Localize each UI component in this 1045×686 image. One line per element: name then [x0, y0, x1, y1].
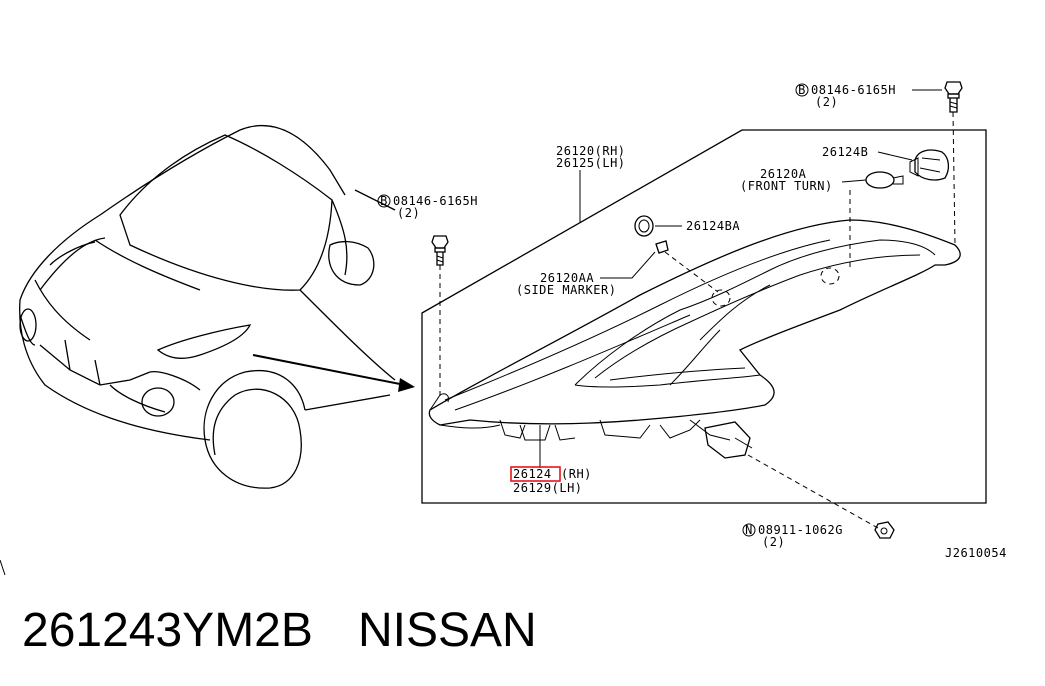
side-marker-bulb-icon [655, 240, 669, 254]
nut-icon [874, 521, 895, 539]
arrow-to-detail [252, 354, 415, 392]
label-desc: (SIDE MARKER) [516, 283, 616, 297]
grommet-icon [634, 215, 654, 237]
callout-nut: N 08911-1062G (2) [742, 523, 843, 549]
callout-front-turn: 26120A (FRONT TURN) [740, 167, 833, 193]
car-front-illustration [0, 124, 396, 576]
part-number: 261243YM2B [22, 604, 313, 657]
front-turn-bulb-icon [865, 171, 904, 189]
highlight-box [510, 466, 561, 482]
label-rh-code: 26124 [513, 467, 552, 481]
socket-icon [909, 149, 950, 181]
callout-lamp-assy: 26120(RH) 26125(LH) [556, 144, 626, 170]
label-code: 26120AA [540, 271, 594, 285]
callout-prefix: B [380, 194, 388, 208]
callout-code: 08911-1062G [758, 523, 843, 537]
callout-grommet: 26124BA [686, 219, 740, 233]
callout-housing: 26124 (RH) 26129(LH) [510, 466, 592, 495]
callout-bolt-top-right: B 08146-6165H (2) [795, 83, 896, 109]
callout-side-marker: 26120AA (SIDE MARKER) [516, 271, 616, 297]
callout-qty: (2) [762, 535, 785, 549]
label-lh: 26129(LH) [513, 481, 583, 495]
callout-qty: (2) [397, 206, 420, 220]
callout-prefix: N [745, 523, 753, 537]
label-leaders [539, 89, 942, 468]
callout-socket: 26124B [822, 145, 868, 159]
label-rh-suffix: (RH) [561, 467, 592, 481]
lamp-assembly [428, 219, 961, 459]
side-marker-leader [664, 251, 719, 293]
bolt-top-right-icon [944, 81, 963, 113]
callout-qty: (2) [815, 95, 838, 109]
brand-name: NISSAN [358, 604, 537, 657]
label-lh: 26125(LH) [556, 156, 626, 170]
bolt-top-right-leader [952, 111, 956, 246]
label-code: 26124B [822, 145, 868, 159]
label-rh: 26120(RH) [556, 144, 626, 158]
callout-code: 08146-6165H [393, 194, 478, 208]
label-code: 26124BA [686, 219, 740, 233]
callout-bolt-left: B 08146-6165H (2) [377, 194, 478, 220]
detail-box [421, 129, 987, 504]
bolt-left-icon [431, 235, 449, 266]
callout-code: 08146-6165H [811, 83, 896, 97]
nut-leader [747, 454, 879, 529]
callout-prefix: B [798, 83, 806, 97]
diagram-id: J2610054 [945, 546, 1007, 560]
label-code: 26120A [760, 167, 807, 181]
label-desc: (FRONT TURN) [740, 179, 833, 193]
